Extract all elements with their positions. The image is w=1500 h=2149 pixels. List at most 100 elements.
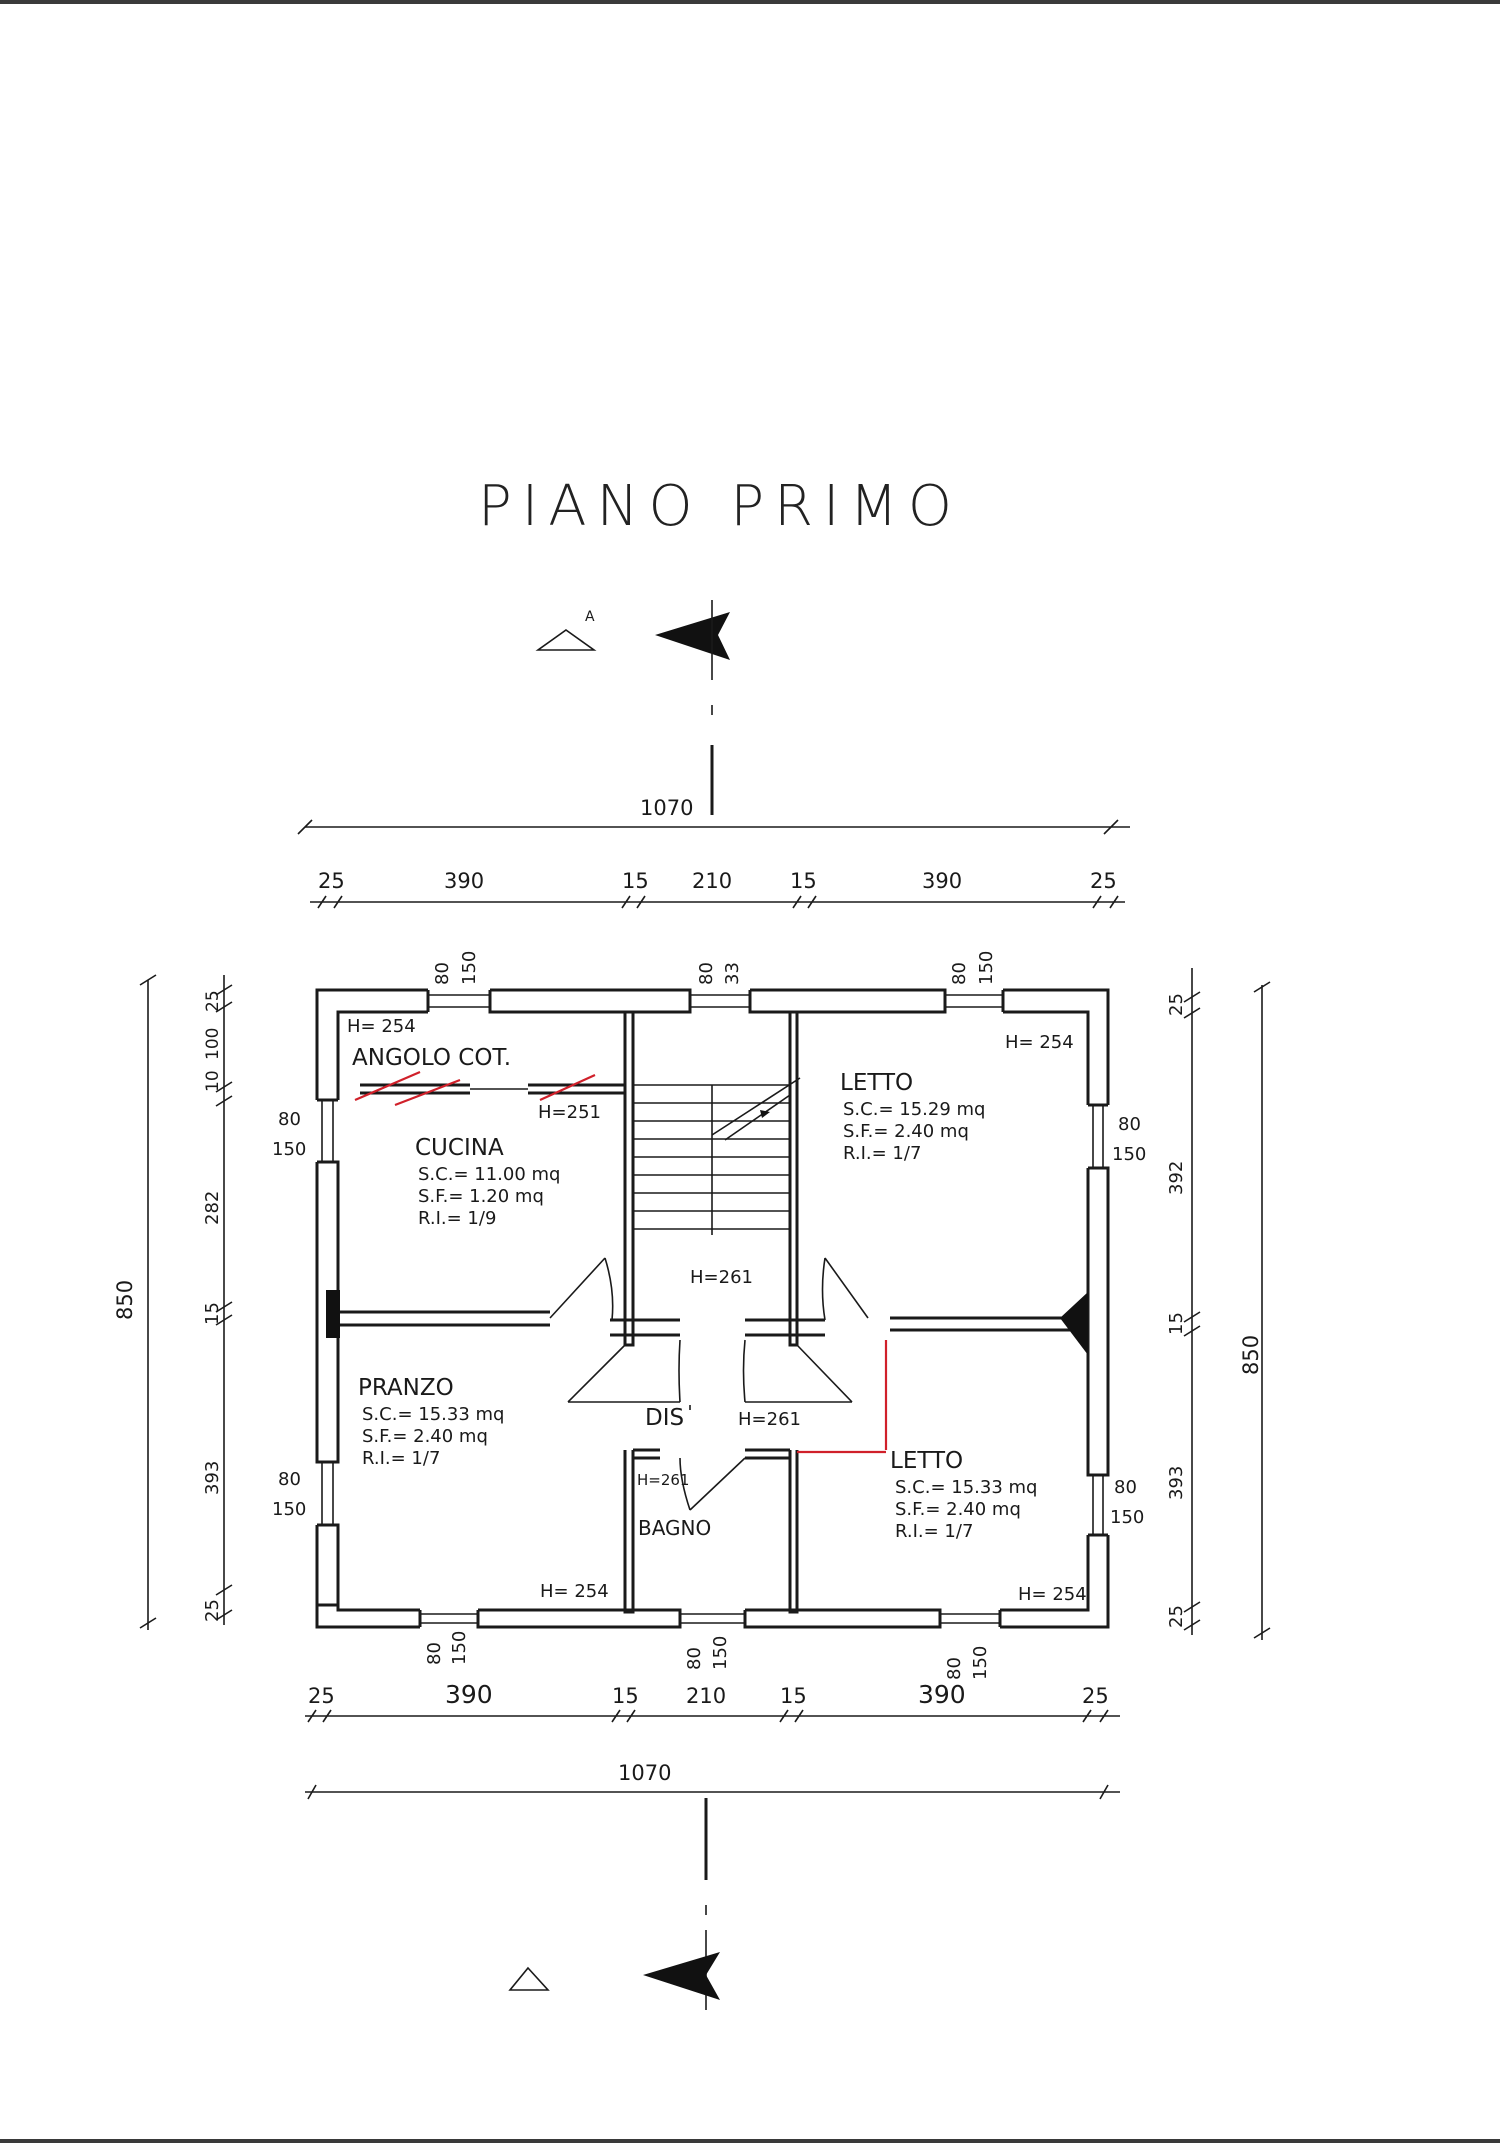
dim-left-3: 282 xyxy=(202,1191,223,1225)
window-bottom1-w: 80 xyxy=(424,1642,445,1665)
room-name-letto-1: LETTO xyxy=(840,1070,913,1096)
room-name-pranzo: PRANZO xyxy=(358,1375,454,1401)
window-top2-h: 33 xyxy=(722,962,743,985)
letto2-sc: S.C.= 15.33 mq xyxy=(895,1477,1037,1498)
dim-top-6: 25 xyxy=(1090,869,1117,893)
radiator-left-icon xyxy=(326,1290,340,1338)
dim-right-0: 25 xyxy=(1166,993,1187,1016)
letto2-sf: S.F.= 2.40 mq xyxy=(895,1499,1021,1520)
dimension-right-overall: 850 xyxy=(1239,981,1271,1640)
plan-title: PIANO PRIMO xyxy=(478,474,962,539)
dim-left-6: 25 xyxy=(202,1599,223,1622)
dim-top-1: 390 xyxy=(444,869,484,893)
letto1-sf: S.F.= 2.40 mq xyxy=(843,1121,969,1142)
wall-fixtures xyxy=(326,1290,1088,1355)
dimension-top-overall: 1070 xyxy=(297,796,1130,835)
room-cucina: CUCINA S.C.= 11.00 mq S.F.= 1.20 mq R.I.… xyxy=(415,1135,560,1229)
dimension-bottom-segments: 25 390 15 210 15 390 25 xyxy=(305,1680,1120,1723)
height-stair: H=261 xyxy=(690,1267,753,1288)
dim-top-4: 15 xyxy=(790,869,817,893)
dimension-right-segments: 25 392 15 393 25 xyxy=(1166,968,1201,1635)
window-top3-w: 80 xyxy=(949,962,970,985)
dim-overall-bottom: 1070 xyxy=(618,1761,671,1785)
section-triangle-bottom-icon xyxy=(508,1966,550,1991)
height-cucina-door: H=251 xyxy=(538,1102,601,1123)
room-name-letto-2: LETTO xyxy=(890,1448,963,1474)
radiator-right-icon xyxy=(1060,1292,1088,1355)
red-corrections xyxy=(354,1070,888,1454)
dim-left-2: 100 xyxy=(203,1028,223,1060)
cucina-sf: S.F.= 1.20 mq xyxy=(418,1186,544,1207)
section-marker-top: A xyxy=(535,600,730,815)
exterior-walls xyxy=(315,988,1110,1629)
window-bottom2-h: 150 xyxy=(710,1636,731,1670)
dim-bottom-2: 15 xyxy=(612,1684,639,1708)
cucina-ri: R.I.= 1/9 xyxy=(418,1208,496,1229)
room-name-angolo: ANGOLO COT. xyxy=(352,1045,511,1071)
window-top3-h: 150 xyxy=(976,951,997,985)
cucina-sc: S.C.= 11.00 mq xyxy=(418,1164,560,1185)
window-left2-w: 80 xyxy=(278,1469,301,1490)
window-right1-w: 80 xyxy=(1118,1114,1141,1135)
letto2-ri: R.I.= 1/7 xyxy=(895,1521,973,1542)
letto1-sc: S.C.= 15.29 mq xyxy=(843,1099,985,1120)
window-bottom3-w: 80 xyxy=(944,1657,965,1680)
dimension-bottom-overall: 1070 xyxy=(305,1761,1120,1800)
dim-top-0: 25 xyxy=(318,869,345,893)
room-name-cucina: CUCINA xyxy=(415,1135,504,1161)
dim-overall-top: 1070 xyxy=(640,796,693,820)
dim-left-4: 15 xyxy=(202,1302,223,1325)
window-left1-h: 150 xyxy=(272,1139,306,1160)
dim-top-3: 210 xyxy=(692,869,732,893)
section-arrow-icon xyxy=(655,612,730,660)
dim-bottom-0: 25 xyxy=(308,1684,335,1708)
window-bottom3-h: 150 xyxy=(970,1646,991,1680)
dim-right-4: 25 xyxy=(1166,1605,1187,1628)
dim-bottom-1: 390 xyxy=(445,1680,493,1709)
bottom-scan-border xyxy=(0,2139,1500,2143)
dimension-top-segments: 25 390 15 210 15 390 25 xyxy=(310,869,1125,909)
dim-right-total: 850 xyxy=(1239,1335,1263,1375)
pranzo-sf: S.F.= 2.40 mq xyxy=(362,1426,488,1447)
dimension-left-overall: 850 xyxy=(113,974,157,1630)
section-marker-bottom xyxy=(508,1798,720,2010)
window-right2-w: 80 xyxy=(1114,1477,1137,1498)
dim-left-5: 393 xyxy=(202,1461,223,1495)
height-letto-1: H= 254 xyxy=(1005,1032,1074,1053)
window-left1-w: 80 xyxy=(278,1109,301,1130)
section-letter-top: A xyxy=(585,609,595,625)
dim-left-total: 850 xyxy=(113,1280,137,1320)
height-dis: H=261 xyxy=(738,1409,801,1430)
window-top1-w: 80 xyxy=(432,962,453,985)
window-left2-h: 150 xyxy=(272,1499,306,1520)
dim-right-3: 393 xyxy=(1166,1466,1187,1500)
height-letto-2: H= 254 xyxy=(1018,1584,1087,1605)
dim-right-1: 392 xyxy=(1166,1161,1187,1195)
window-right1-h: 150 xyxy=(1112,1144,1146,1165)
dim-bottom-5: 390 xyxy=(918,1680,966,1709)
height-bagno: H=261 xyxy=(637,1471,689,1489)
room-bagno: H=261 BAGNO xyxy=(637,1471,711,1540)
dim-bottom-6: 25 xyxy=(1082,1684,1109,1708)
window-bottom1-h: 150 xyxy=(449,1631,470,1665)
window-labels: 80 150 80 33 80 150 80 150 80 150 80 150… xyxy=(272,951,1146,1680)
room-letto-2: LETTO S.C.= 15.33 mq S.F.= 2.40 mq R.I.=… xyxy=(890,1448,1087,1605)
room-letto-1: H= 254 LETTO S.C.= 15.29 mq S.F.= 2.40 m… xyxy=(840,1032,1074,1164)
doors xyxy=(470,1088,869,1511)
room-corridor: H=261 DIS H=261 xyxy=(645,1267,801,1431)
dim-left-0: 25 xyxy=(203,990,223,1012)
height-pranzo: H= 254 xyxy=(540,1581,609,1602)
room-name-dis: DIS xyxy=(645,1405,684,1431)
dim-right-2: 15 xyxy=(1166,1312,1187,1335)
window-top2-w: 80 xyxy=(696,962,717,985)
dim-top-5: 390 xyxy=(922,869,962,893)
interior-walls xyxy=(338,1012,1088,1614)
room-pranzo: PRANZO S.C.= 15.33 mq S.F.= 2.40 mq R.I.… xyxy=(358,1375,609,1602)
top-scan-border xyxy=(0,0,1500,4)
dim-bottom-3: 210 xyxy=(686,1684,726,1708)
dim-bottom-4: 15 xyxy=(780,1684,807,1708)
height-angolo: H= 254 xyxy=(347,1016,416,1037)
pranzo-sc: S.C.= 15.33 mq xyxy=(362,1404,504,1425)
